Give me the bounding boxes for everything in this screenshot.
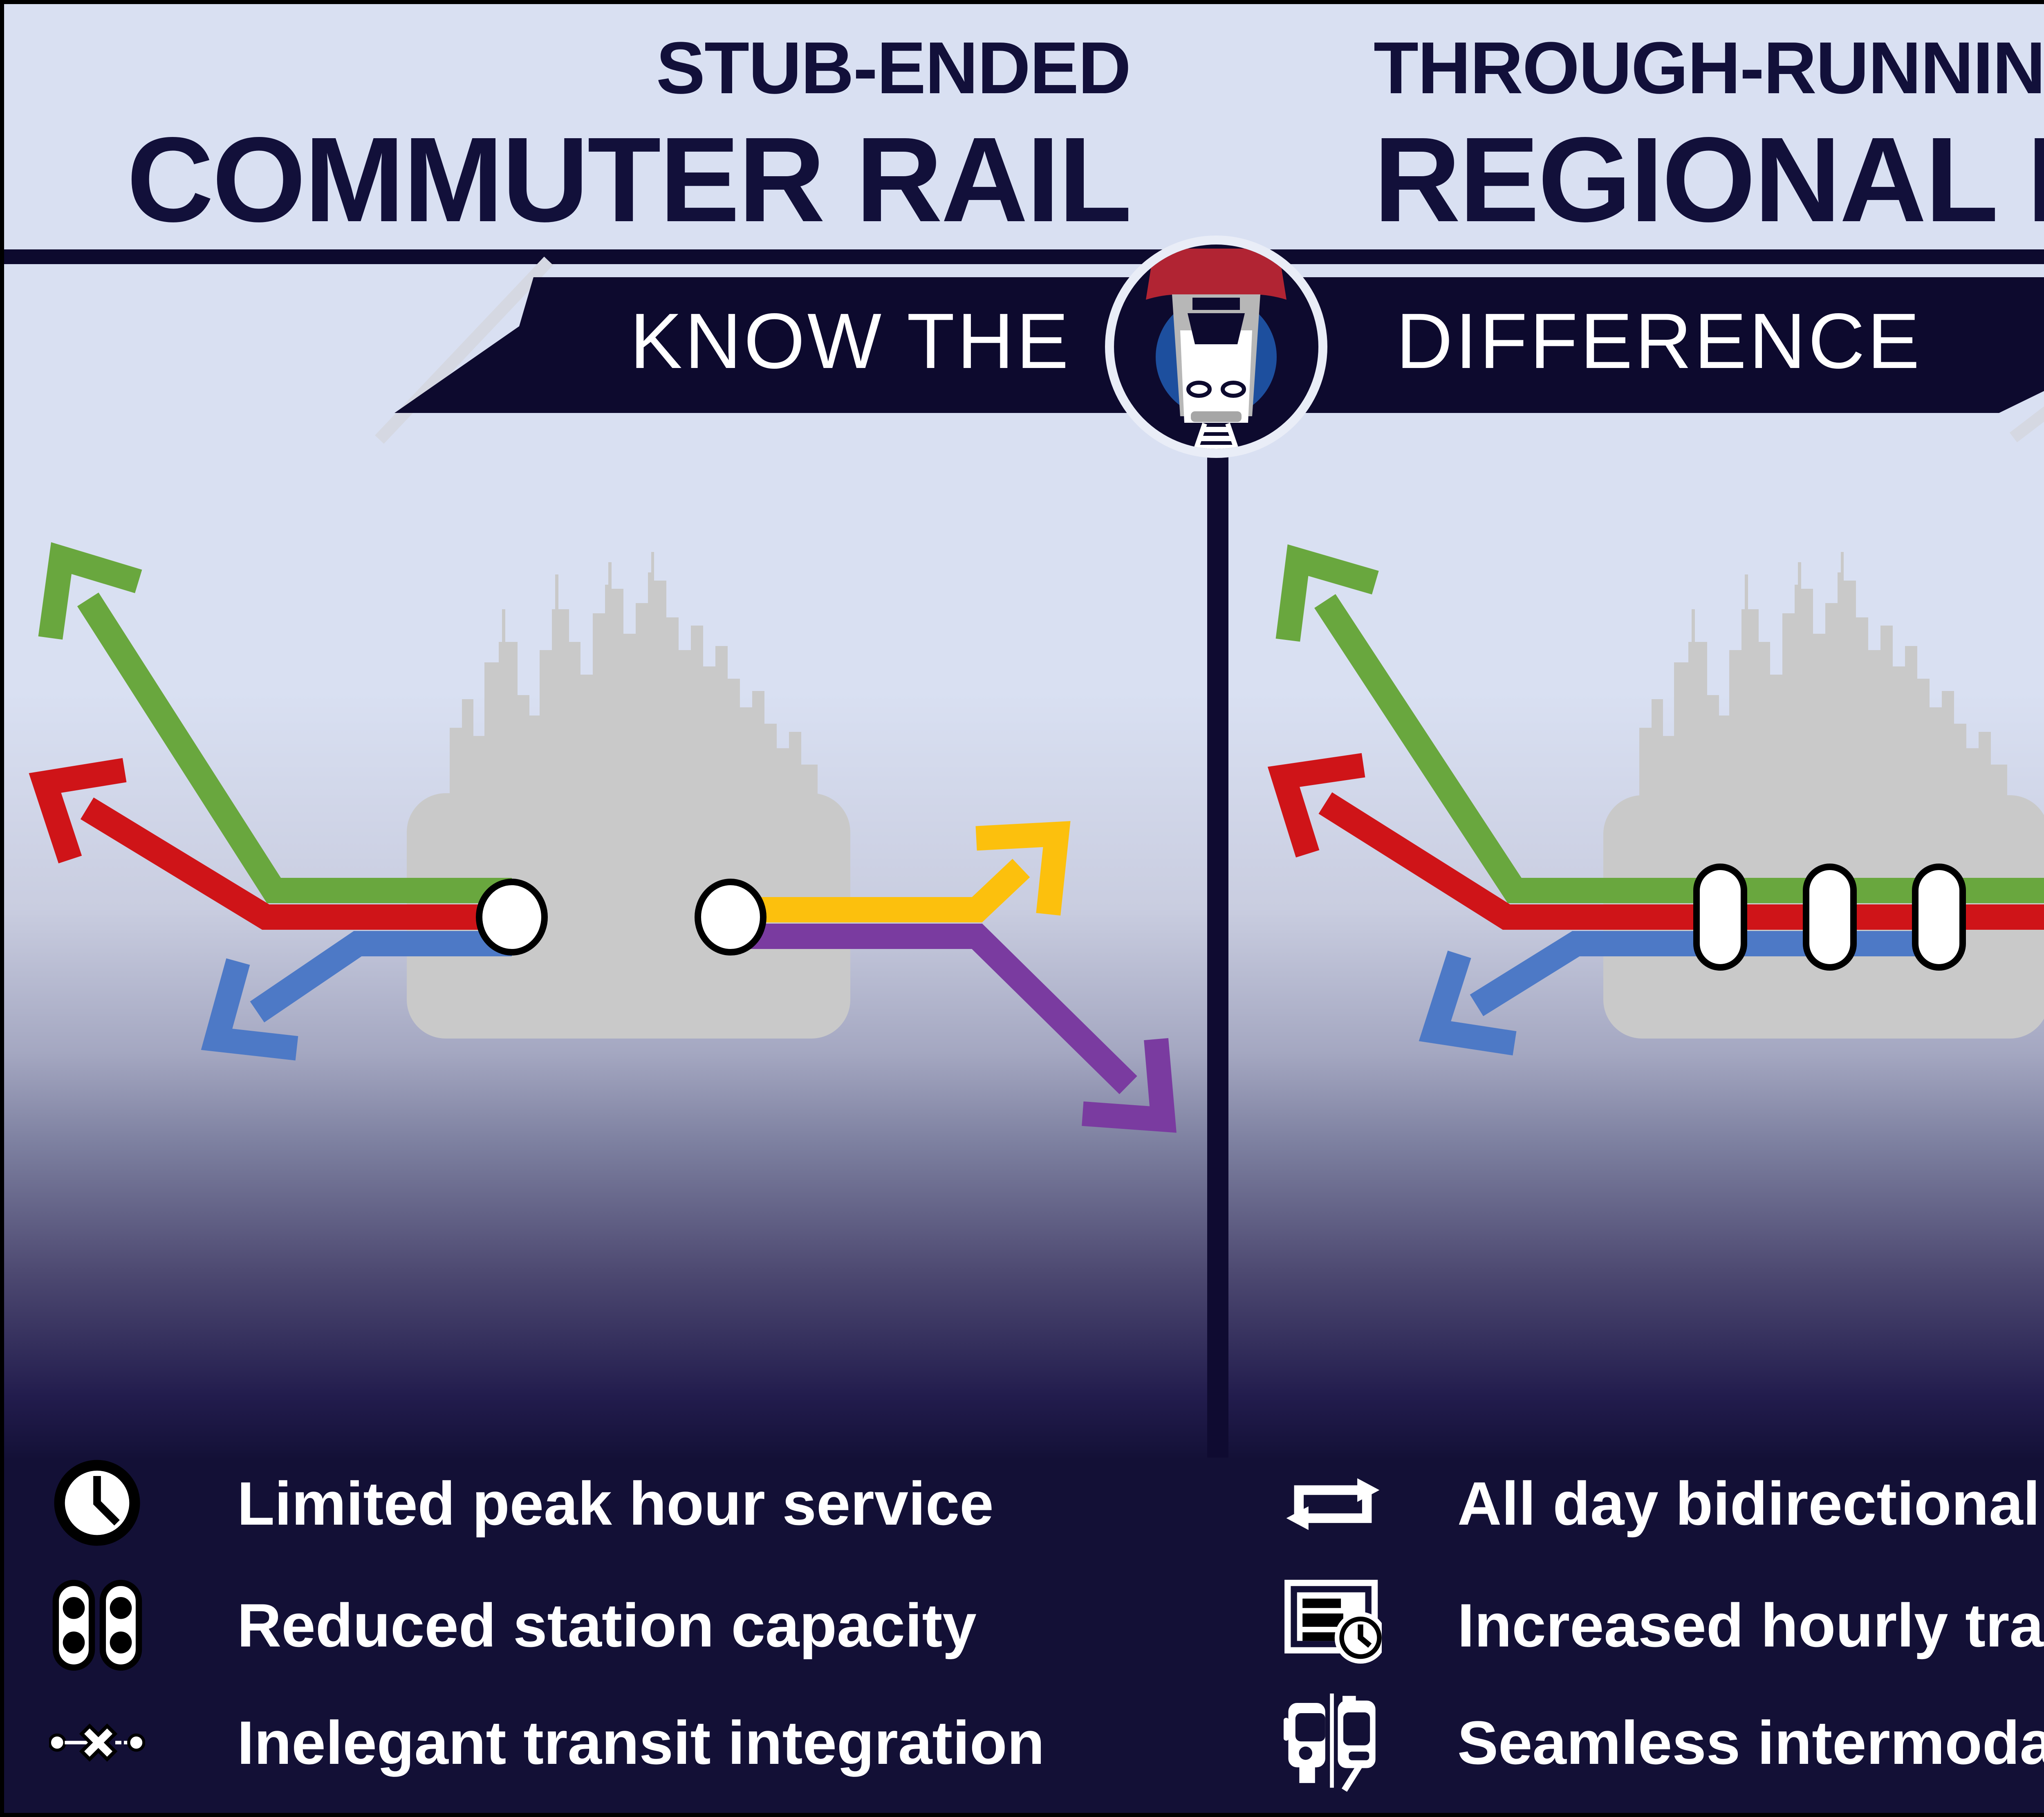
legend-label: Limited peak hour service	[237, 1469, 994, 1538]
red-arrowhead-icon	[18, 738, 125, 860]
legend-label: Increased hourly trains	[1457, 1590, 2044, 1660]
green-line	[77, 592, 512, 903]
city-skyline-icon	[450, 552, 818, 797]
through-station	[1693, 864, 1747, 971]
banner-text-left: KNOW THE	[630, 297, 1071, 385]
intermodal-transfer-icon	[1284, 1694, 1382, 1792]
city-skyline-icon	[1639, 552, 2007, 797]
legend-label: Inelegant transit integration	[237, 1708, 1045, 1777]
green-arrowhead-icon	[17, 530, 138, 638]
left-title-line1: STUB-ENDED	[656, 27, 1131, 109]
left-title: STUB-ENDED COMMUTER RAIL	[126, 26, 1132, 249]
train-badge	[1105, 236, 1327, 458]
red-arrowhead-icon	[1256, 733, 1363, 854]
legend-item-hourly-trains: Increased hourly trains	[1284, 1576, 2044, 1674]
banner-text-right: DIFFERENCE	[1396, 297, 1922, 385]
left-title-line2: COMMUTER RAIL	[126, 112, 1132, 247]
green-arrowhead-icon	[1254, 532, 1375, 640]
header-rule	[4, 249, 2044, 264]
stub-terminal-station	[695, 879, 766, 956]
legend-band	[4, 1458, 2044, 1813]
timetable-clock-icon	[1284, 1578, 1382, 1672]
red-line	[80, 797, 512, 930]
train-front-icon	[1146, 249, 1286, 449]
stub-terminal-station	[476, 879, 548, 956]
center-divider	[1207, 429, 1228, 1476]
legend-item-intermodal-transfers: Seamless intermodal transfers	[1284, 1694, 2044, 1792]
legend-item-bidirectional-service: All day bidirectional service	[1284, 1454, 2044, 1552]
station-capacity-icon	[49, 1578, 145, 1672]
clock-icon	[49, 1458, 145, 1550]
legend-label: Seamless intermodal transfers	[1457, 1708, 2044, 1777]
legend-item-limited-peak: Limited peak hour service	[49, 1454, 994, 1552]
through-station	[1803, 864, 1857, 971]
stub-ended-map	[17, 530, 1200, 1157]
yellow-line	[731, 859, 1030, 922]
legend-item-inelegant-integration: Inelegant transit integration	[49, 1694, 1044, 1792]
blue-arrowhead-icon	[187, 962, 297, 1083]
infographic-content: STUB-ENDED COMMUTER RAIL THROUGH-RUNNING…	[4, 4, 2044, 1813]
right-title-line2: REGIONAL RAIL	[1374, 112, 2044, 247]
bidirectional-arrows-icon	[1284, 1458, 1382, 1548]
downtown-blob	[407, 793, 850, 1039]
legend-label: All day bidirectional service	[1457, 1469, 2044, 1538]
legend-label: Reduced station capacity	[237, 1590, 977, 1660]
through-running-map	[1254, 532, 2044, 1137]
artwork-canvas	[4, 236, 2044, 1813]
right-title-line1: THROUGH-RUNNING	[1374, 27, 2044, 109]
blue-line	[250, 931, 512, 1023]
purple-line	[731, 924, 1137, 1095]
through-station	[1912, 864, 1966, 971]
right-title: THROUGH-RUNNING REGIONAL RAIL	[1374, 26, 2044, 249]
broken-connection-icon	[49, 1718, 145, 1767]
blue-arrowhead-icon	[1407, 954, 1515, 1076]
legend-item-reduced-capacity: Reduced station capacity	[49, 1576, 977, 1674]
